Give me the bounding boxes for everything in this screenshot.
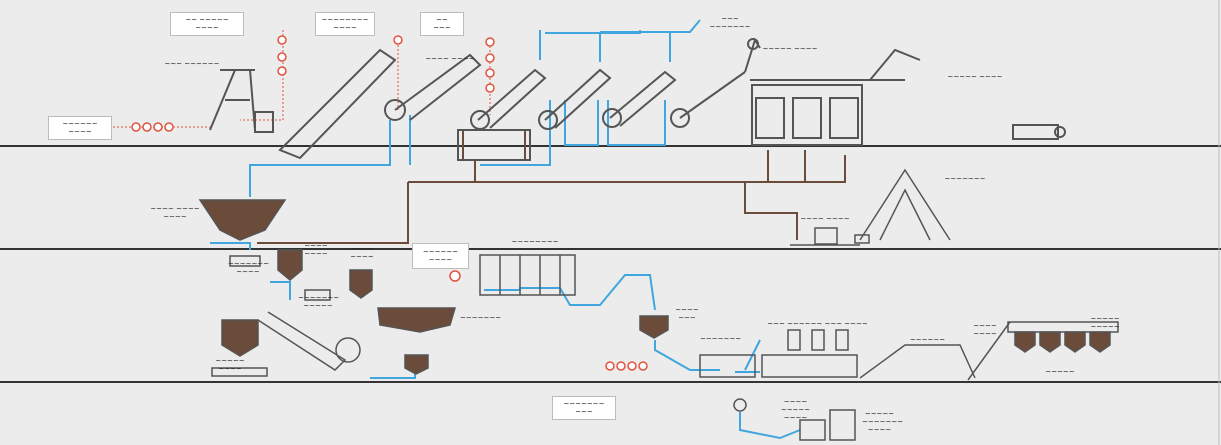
label-24: ~~~~ ~~~~~ ~~~~ [780, 398, 811, 422]
valve-lines [113, 30, 491, 128]
label-9: ~~~~ ~~~~ ~~~~ [150, 205, 200, 221]
label-19: ~~~ ~~~~~~ ~~~ ~~~~ [767, 320, 868, 328]
label-4: ~~~ ~~~~~~ [164, 60, 220, 68]
label-7: ~~~~~ ~~~~ [762, 45, 818, 53]
label-box-1: ~~ ~~~~~ ~~~~ [170, 12, 244, 36]
valves [131, 35, 648, 371]
label-29: ~~~~~ ~~~~ [215, 357, 245, 373]
top-equipment [209, 37, 1066, 161]
label-13: ~~~~ ~~~~ [304, 242, 328, 258]
label-5: ~~~~ ~~~~ [425, 55, 475, 63]
water-lines [210, 19, 801, 440]
label-box-4: ~~~~~~ ~~~~ [48, 116, 112, 140]
label-21: ~~~~ ~~~~ [973, 322, 997, 338]
label-28: ~~~~~ [1045, 368, 1075, 376]
label-22: ~~~~~ ~~~~~ [1090, 315, 1120, 331]
middle-equipment [198, 168, 951, 339]
label-box-5: ~~~~~~ ~~~~ [412, 243, 469, 269]
label-box-2: ~~~~~~~~ ~~~~ [315, 12, 375, 36]
label-box-3: ~~ ~~~ [420, 12, 464, 36]
bottom-equipment [211, 311, 1119, 441]
label-14: ~~~~ ~~~~ [350, 245, 374, 261]
label-17: ~~~~ ~~~ [675, 306, 699, 322]
label-6: ~~~ ~~~~~~~ [709, 15, 751, 31]
label-12: ~~~~~~~~ [511, 238, 559, 246]
label-10: ~~~~~~~ [944, 175, 986, 183]
label-26: ~~~~~~~ ~~~~ [228, 260, 270, 276]
label-20: ~~~~~~ [909, 336, 946, 344]
label-27: ~~~~~~~ ~~~~~ [298, 294, 340, 310]
label-18: ~~~~~~~ [700, 335, 742, 343]
label-box-6: ~~~~~~~ ~~~ [552, 396, 616, 420]
label-16: ~~~~~~~ [460, 314, 502, 322]
label-8: ~~~~~ ~~~~ [947, 73, 1003, 81]
label-25: ~~~~~ ~~~~~~~ ~~~~ [862, 410, 904, 434]
label-11: ~~~~ ~~~~ [800, 215, 850, 223]
